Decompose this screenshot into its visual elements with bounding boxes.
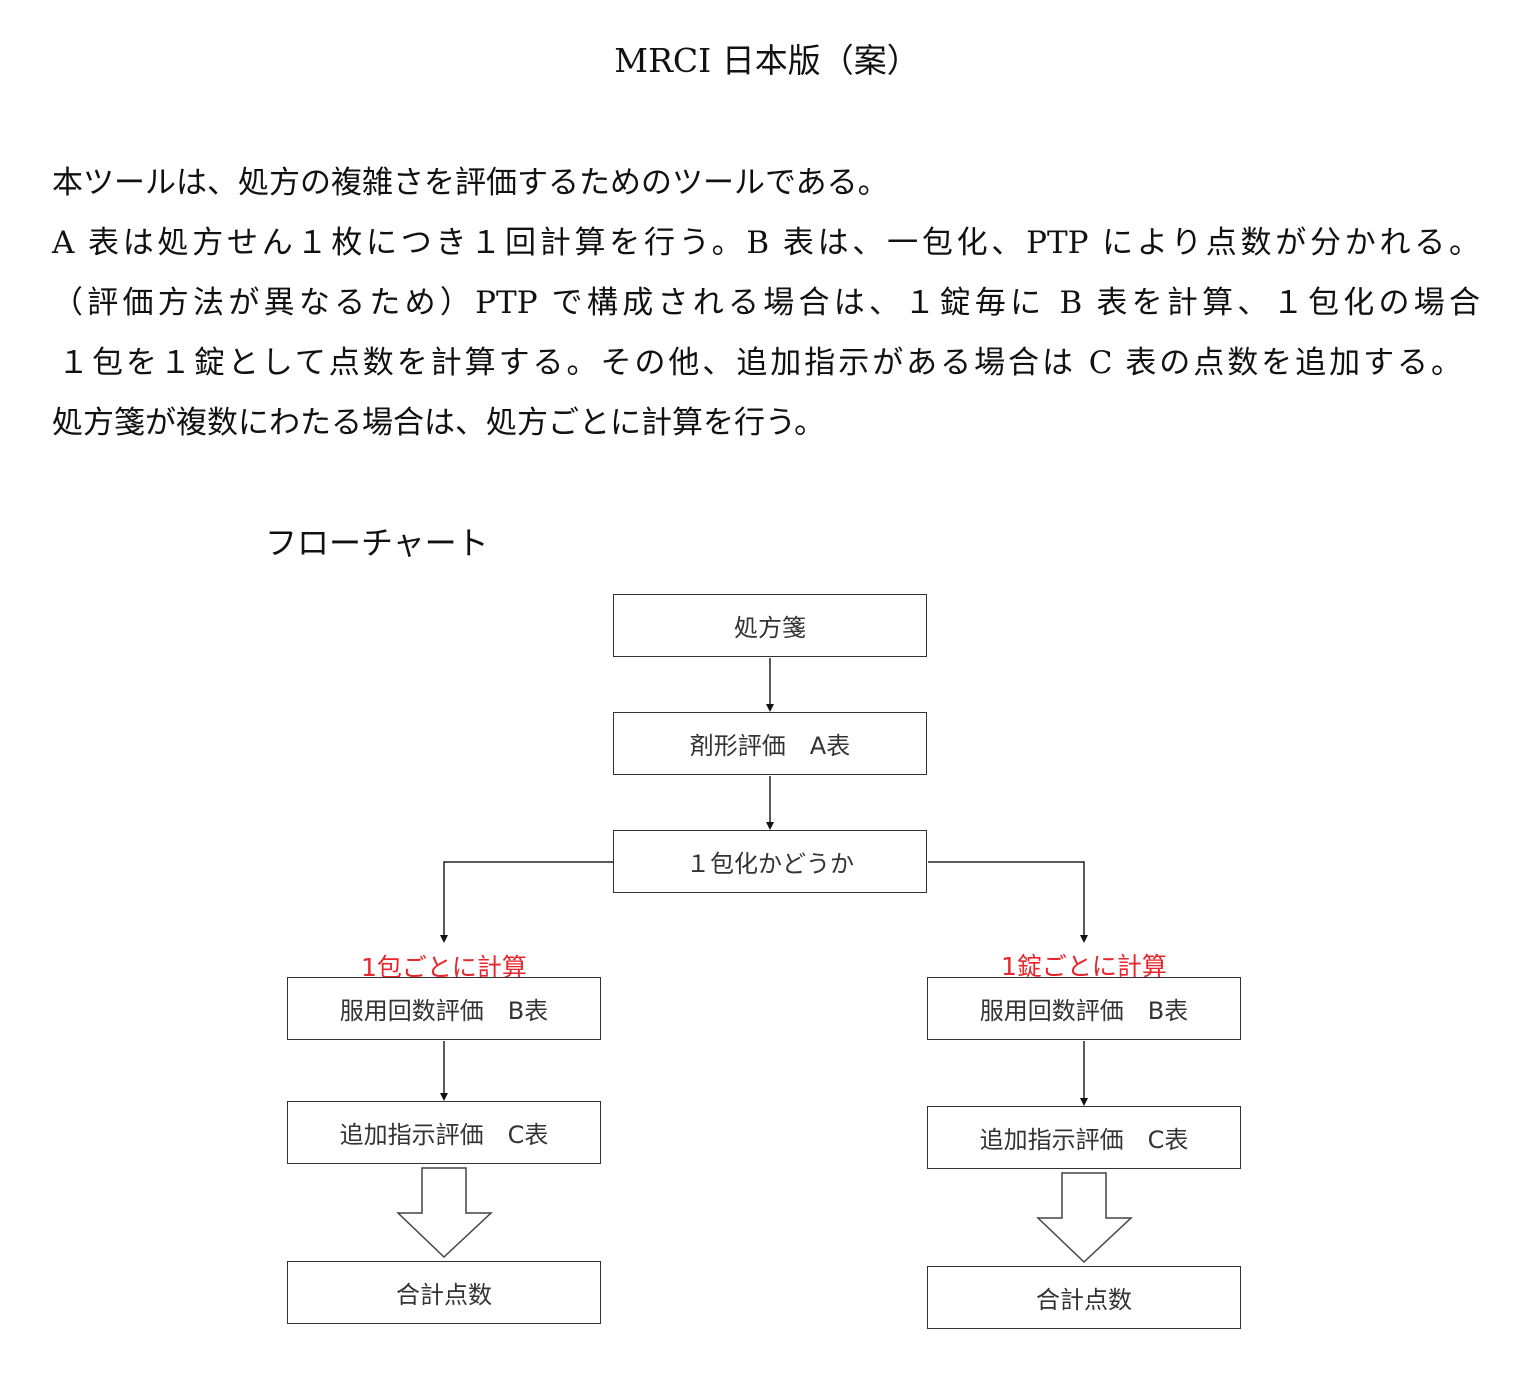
paragraph-line-2: A 表は処方せん１枚につき１回計算を行う。B 表は、一包化、PTP により点数が… bbox=[52, 225, 1480, 261]
big-arrow-right bbox=[1036, 1172, 1133, 1264]
paragraph-line-5: 処方箋が複数にわたる場合は、処方ごとに計算を行う。 bbox=[52, 405, 826, 441]
right-box-c-table: 追加指示評価 C表 bbox=[927, 1106, 1241, 1169]
paragraph-line-4: １包を１錠として点数を計算する。その他、追加指示がある場合は C 表の点数を追加… bbox=[58, 345, 1462, 381]
box-dosage-form-a-table: 剤形評価 A表 bbox=[613, 712, 927, 775]
left-box-total: 合計点数 bbox=[287, 1261, 601, 1324]
box-prescription: 処方箋 bbox=[613, 594, 927, 657]
big-arrow-left bbox=[396, 1167, 493, 1259]
left-box-b-table: 服用回数評価 B表 bbox=[287, 977, 601, 1040]
arrow-branch-left bbox=[443, 861, 613, 941]
box-one-pack-decision: １包化かどうか bbox=[613, 830, 927, 893]
right-box-b-table: 服用回数評価 B表 bbox=[927, 977, 1241, 1040]
flowchart-heading: フローチャート bbox=[265, 524, 489, 562]
paragraph-line-1: 本ツールは、処方の複雑さを評価するためのツールである。 bbox=[52, 165, 889, 201]
paragraph-line-3: （評価方法が異なるため）PTP で構成される場合は、１錠毎に B 表を計算、１包… bbox=[52, 285, 1480, 321]
document-title: MRCI 日本版（案） bbox=[614, 41, 920, 80]
arrow-branch-right bbox=[928, 861, 1085, 941]
right-note: 1錠ごとに計算 bbox=[1001, 952, 1167, 981]
right-box-total: 合計点数 bbox=[927, 1266, 1241, 1329]
left-box-c-table: 追加指示評価 C表 bbox=[287, 1101, 601, 1164]
